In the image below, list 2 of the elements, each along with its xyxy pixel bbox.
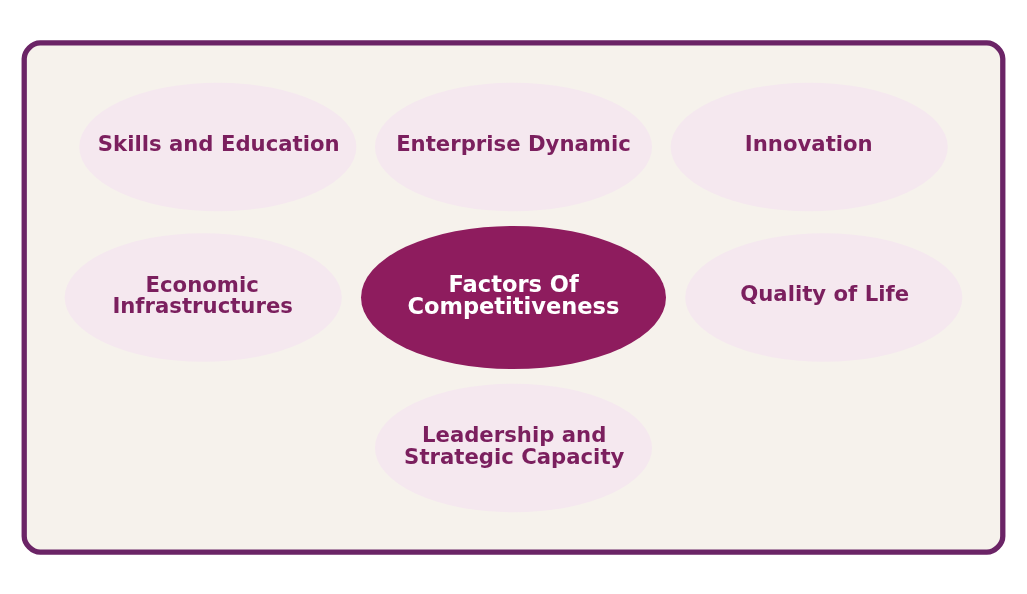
node-ellipse: Factors Of Competitiveness (361, 225, 666, 369)
cluster (21, 39, 1006, 555)
